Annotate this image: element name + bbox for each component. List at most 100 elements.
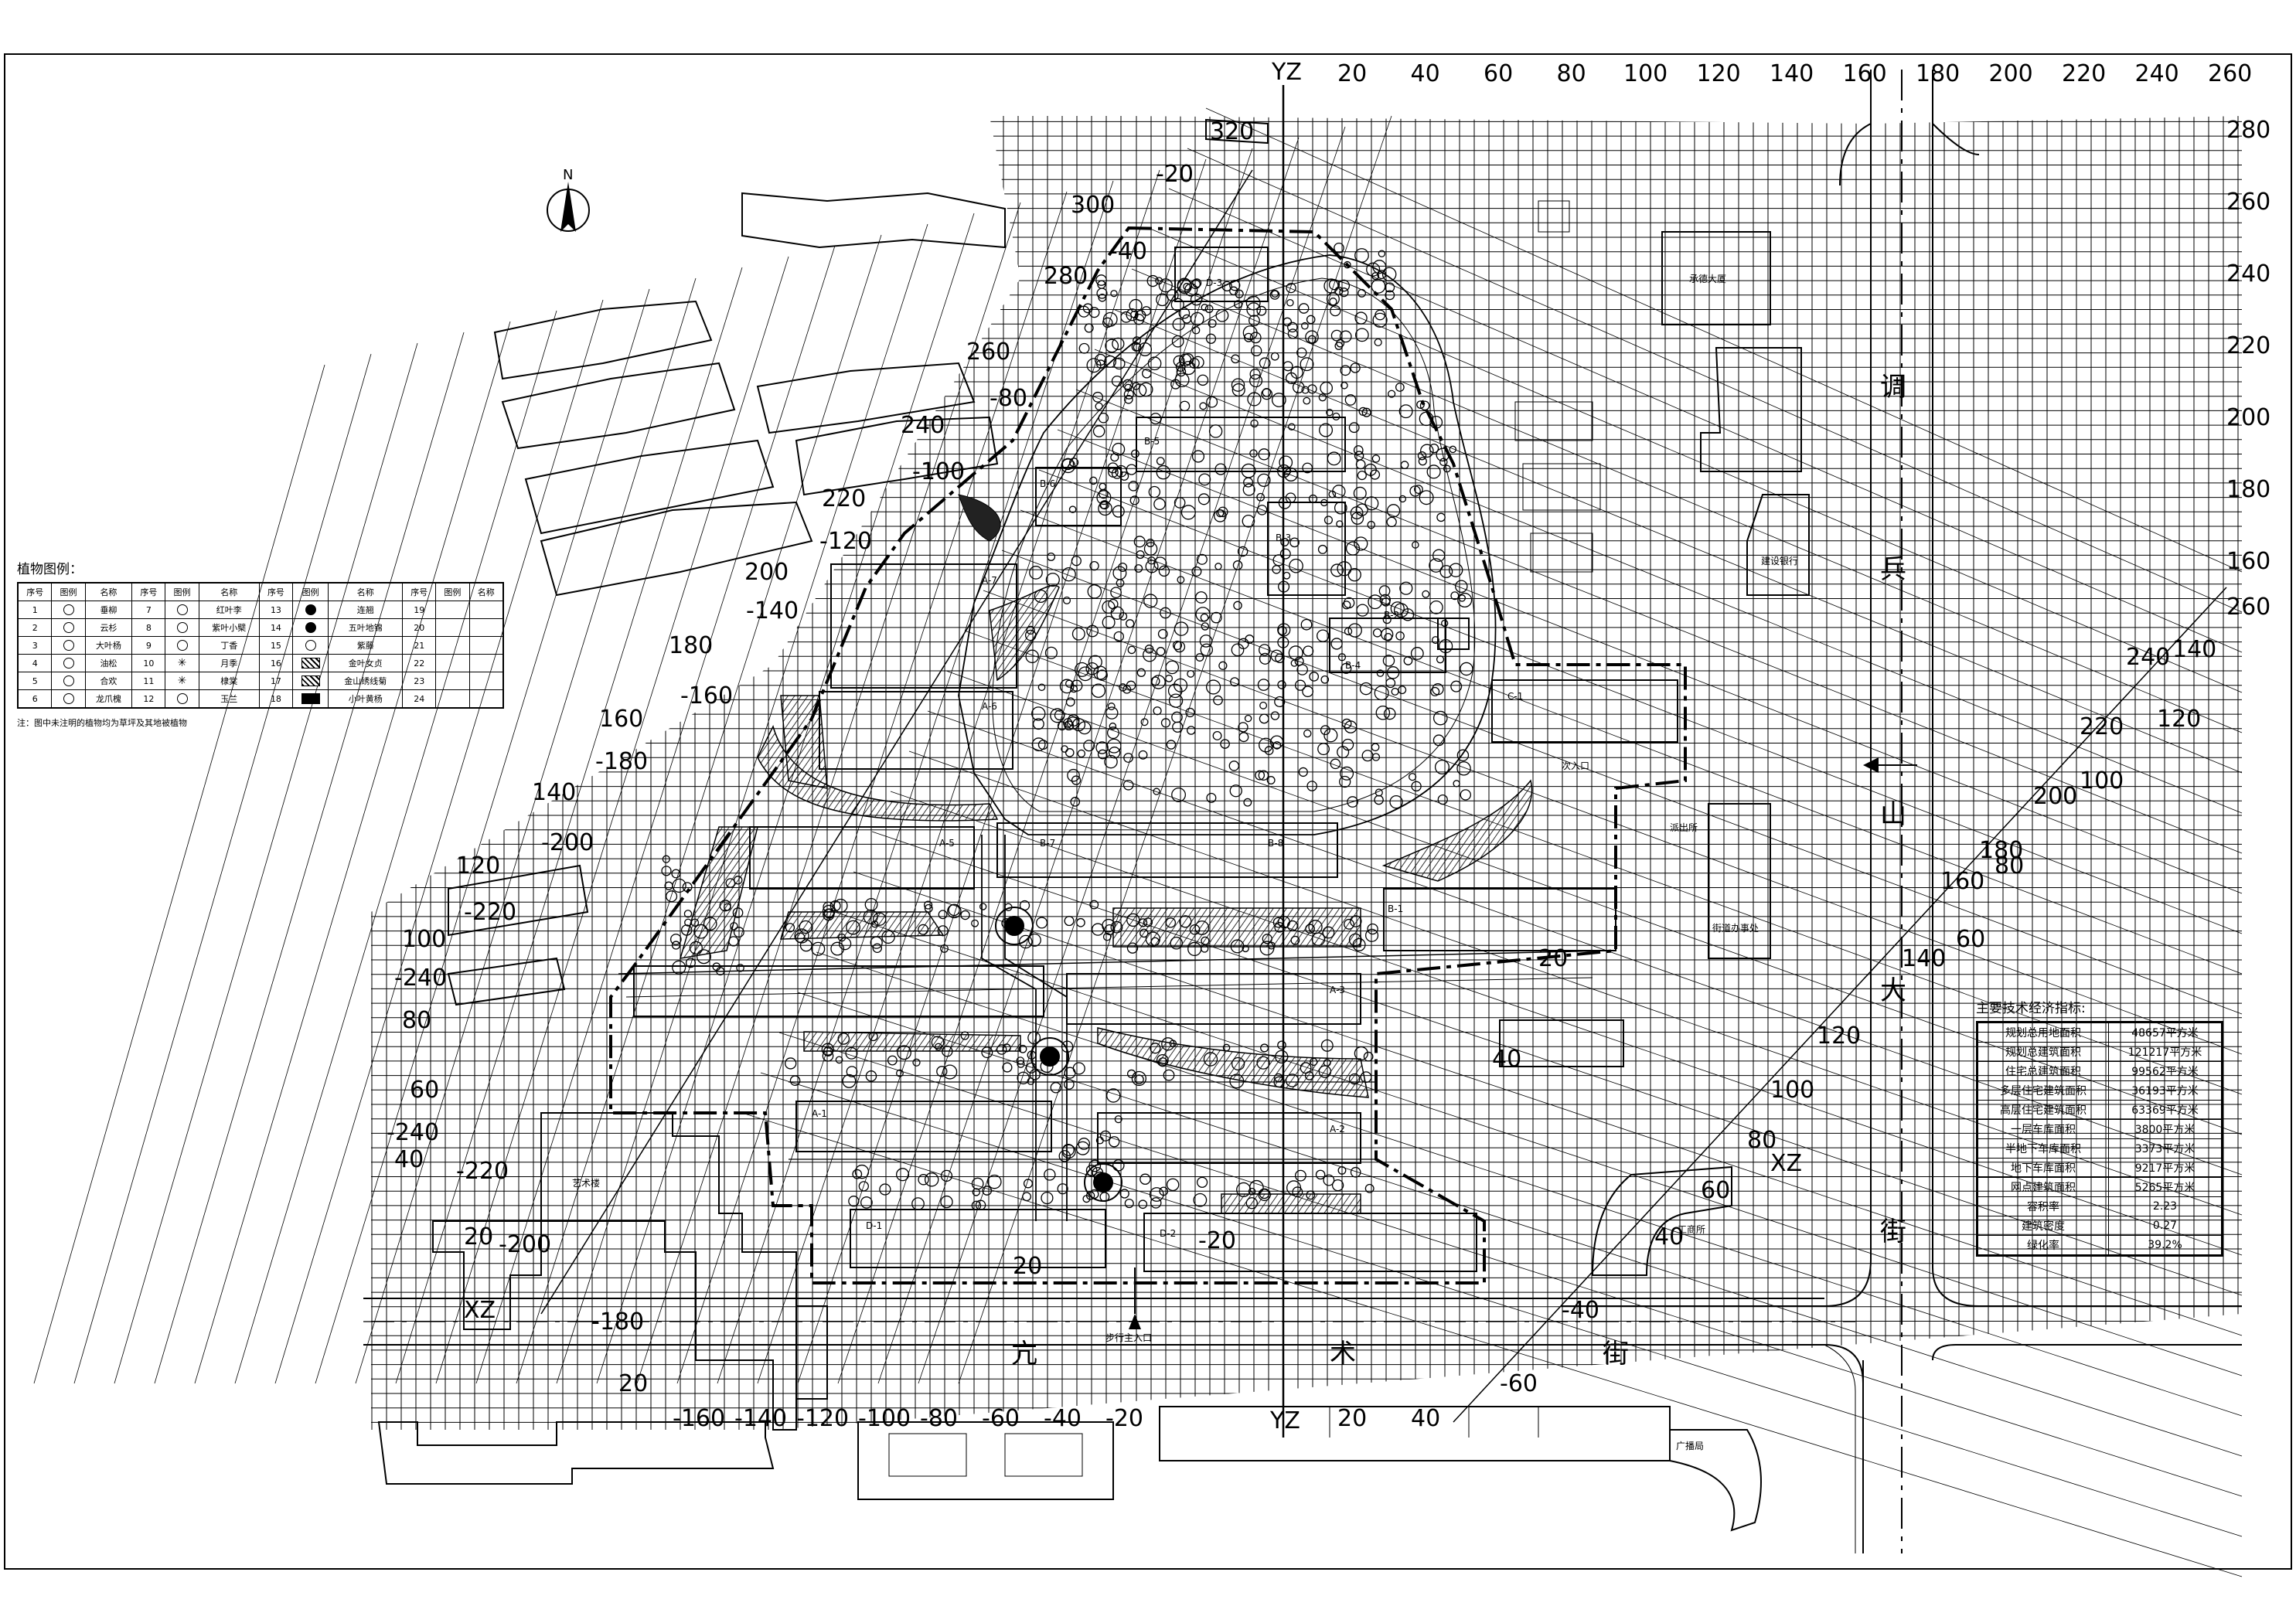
tree-symbol: [1153, 706, 1162, 716]
tree-symbol: [1391, 687, 1399, 696]
tree-symbol: [1085, 1165, 1098, 1176]
tree-symbol: [822, 904, 836, 918]
tree-symbol: [1124, 1198, 1134, 1209]
tree-symbol: [1171, 787, 1186, 802]
tree-symbol: [1279, 455, 1293, 470]
tree-symbol: [1450, 591, 1460, 601]
tree-symbol: [1375, 309, 1386, 321]
building-tag: B-7: [1040, 838, 1055, 849]
tree-symbol: [682, 882, 693, 893]
tree-symbol: [1078, 666, 1093, 682]
tree-symbol: [1231, 1056, 1245, 1071]
tree-symbol: [1320, 675, 1330, 684]
tree-symbol: [918, 1174, 929, 1186]
tree-symbol: [823, 1046, 833, 1056]
tree-symbol: [1303, 396, 1311, 405]
bottom-axis-label: -80: [920, 1405, 958, 1432]
tree-symbol: [1201, 304, 1209, 311]
tree-symbol: [1188, 358, 1200, 369]
rotated-axis-label: 80: [1747, 1127, 1777, 1154]
tree-symbol: [1347, 568, 1361, 582]
plant-symbol-icon: [176, 604, 188, 615]
indicator-name: 网点建筑面积: [1976, 1177, 2110, 1197]
legend-number: 5: [17, 672, 53, 690]
rotated-axis-label: 280: [1044, 263, 1088, 290]
tree-symbol: [1140, 718, 1149, 726]
tree-symbol: [1205, 679, 1221, 695]
indicator-name: 住宅总建筑面积: [1976, 1061, 2110, 1081]
tree-symbol: [846, 920, 860, 935]
tree-symbol: [947, 903, 962, 919]
rotated-axis-label: -140: [746, 597, 799, 624]
rotated-axis-label: -80: [990, 385, 1027, 412]
building-tag: D-3: [1206, 277, 1222, 288]
legend-symbol-cell: [435, 689, 470, 709]
tree-symbol: [1412, 541, 1419, 549]
tree-symbol: [1114, 1115, 1122, 1124]
tree-symbol: [785, 1057, 797, 1070]
tree-symbol: [728, 936, 739, 947]
tree-symbol: [1002, 1043, 1011, 1053]
tree-symbol: [1357, 470, 1367, 481]
rotated-axis-label: 120: [456, 852, 500, 880]
rotated-grid-line: [676, 191, 1068, 1384]
tree-symbol: [1320, 498, 1328, 507]
tree-symbol: [1320, 1039, 1334, 1052]
tree-symbol: [1064, 916, 1075, 927]
tree-symbol: [1044, 1169, 1056, 1181]
tree-symbol: [1332, 412, 1340, 420]
legend-number: 15: [258, 636, 294, 655]
indicator-name: 规划总用地面积: [1976, 1022, 2110, 1043]
tree-symbol: [1165, 917, 1177, 928]
tree-symbol: [1212, 731, 1222, 740]
tree-symbol: [1420, 444, 1434, 458]
tree-symbol: [1156, 293, 1169, 307]
tree-symbol: [1194, 920, 1210, 935]
rotated-grid-line: [1075, 389, 2243, 854]
tree-symbol: [1378, 585, 1391, 597]
tree-symbol: [1245, 295, 1261, 311]
rotated-axis-label: 120: [1817, 1022, 1861, 1050]
tree-symbol: [1261, 388, 1273, 400]
tree-symbol: [1369, 469, 1381, 480]
tree-symbol: [1195, 607, 1211, 622]
tree-symbol: [1110, 587, 1122, 599]
legend-plant-name: 金叶女贞: [328, 654, 404, 672]
tree-symbol: [1150, 937, 1160, 947]
tree-symbol: [1179, 400, 1191, 412]
tree-symbol: [1165, 674, 1174, 682]
tree-symbol: [1306, 781, 1317, 791]
tree-symbol: [1418, 457, 1427, 466]
tree-symbol: [1037, 740, 1048, 750]
tree-symbol: [911, 1197, 925, 1210]
tree-symbol: [1376, 669, 1385, 677]
tree-symbol: [1065, 748, 1075, 757]
tree-symbol: [854, 1164, 870, 1179]
diagonal-axis-label: 120: [2157, 706, 2201, 733]
tree-symbol: [1238, 638, 1249, 649]
tree-symbol: [858, 1181, 869, 1192]
rotated-grid-line: [154, 332, 465, 1384]
tree-symbol: [1409, 485, 1421, 497]
tree-symbol: [1329, 298, 1337, 306]
tree-symbol: [1238, 722, 1248, 733]
legend-symbol-cell: [292, 654, 329, 672]
tree-symbol: [1196, 553, 1208, 565]
tree-symbol: [1190, 311, 1204, 326]
tree-symbol: [848, 1196, 860, 1207]
rotated-axis-label: 100: [1770, 1077, 1814, 1104]
tree-symbol: [1231, 643, 1245, 657]
street-char-2: 兵: [1880, 554, 1906, 585]
tree-symbol: [1379, 594, 1392, 606]
rotated-grid-line: [596, 213, 975, 1384]
tree-symbol: [1339, 330, 1352, 343]
tree-symbol: [1075, 1141, 1090, 1155]
tree-symbol: [1169, 1039, 1177, 1047]
rotated-grid-line: [797, 158, 1207, 1384]
tree-symbol: [1449, 445, 1457, 454]
tree-symbol: [1197, 493, 1210, 505]
tree-symbol: [1439, 638, 1453, 654]
tree-symbol: [1112, 442, 1126, 456]
tree-symbol: [1381, 267, 1397, 282]
tree-symbol: [1242, 514, 1255, 528]
